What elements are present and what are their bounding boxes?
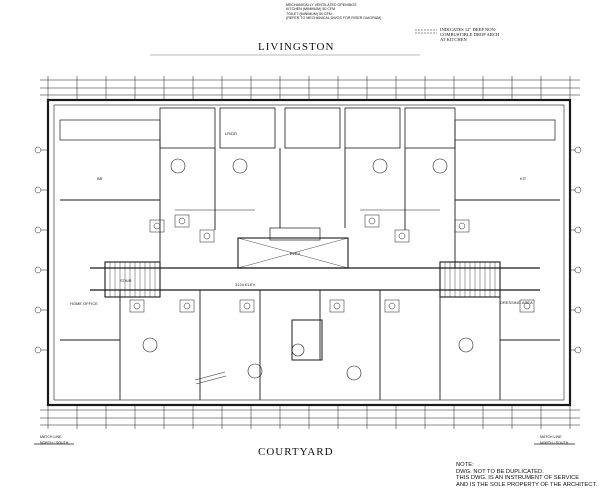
drop-arch-legend: INDICATES 12" DEEP NON- COMBUSTIBLE DROP… [415, 27, 500, 43]
match-line-left-line: NORTH / SOUTH [40, 441, 69, 446]
fixture [129, 299, 145, 313]
room-label-kit: KIT [520, 176, 527, 181]
fixture [368, 217, 376, 225]
bottom-dimension-strings [40, 409, 580, 426]
room-label-elevator: ELEV. [290, 251, 301, 256]
note-line: THIS DWG. IS AN INSTRUMENT OF SERVICE [456, 475, 580, 482]
fixture [364, 214, 380, 228]
note-line: AND IS THE SOLE PROPERTY OF THE ARCHITEC… [456, 481, 597, 488]
room-label-home-office: HOME OFFICE [70, 301, 98, 306]
drop-arch-legend-line: INDICATES 12" DEEP NON- [440, 27, 497, 32]
fixture [519, 299, 535, 313]
fixture [458, 222, 466, 230]
fixture [178, 217, 186, 225]
left-setback [59, 119, 161, 141]
note-line: DWG. NOT TO BE DUPLICATED. [456, 468, 544, 475]
fixture [203, 232, 211, 240]
grid-bubble [34, 266, 42, 274]
match-line-right-line: NORTH / SOUTH [540, 441, 569, 446]
street-label-bottom: COURTYARD [258, 446, 334, 458]
column-grid-left [34, 146, 48, 354]
fixture [149, 219, 165, 233]
copyright-note: NOTE: DWG. NOT TO BE DUPLICATED. THIS DW… [456, 462, 597, 488]
grid-bubble [574, 226, 582, 234]
mechanical-note-line: KITCHEN (MINIMUM) 50 CFM [286, 7, 336, 12]
mechanical-note-line: MECHANICALLY VENTILATED OPENINGS [286, 3, 357, 7]
match-line-left-line: MATCH LINE [40, 435, 62, 439]
grid-bubble [34, 306, 42, 314]
unit-partitions-lower [60, 290, 560, 400]
drop-arch-legend-symbol [415, 29, 437, 34]
grid-bubble [574, 346, 582, 354]
fixture [454, 219, 470, 233]
exterior-wall-inner [53, 104, 565, 401]
drop-arch-legend-line: AT KITCHEN [440, 37, 467, 43]
stair-left [104, 261, 161, 298]
match-line-right: MATCH LINE NORTH / SOUTH [540, 435, 568, 446]
fixture [398, 232, 406, 240]
balcony-bays-top [159, 107, 456, 149]
mechanical-notes: MECHANICALLY VENTILATED OPENINGS KITCHEN… [286, 3, 381, 21]
match-line-right-line: MATCH LINE [540, 435, 562, 439]
room-label-lr-dr: LR/DR [225, 131, 237, 136]
grid-bubble [574, 306, 582, 314]
diagonal-lines [194, 371, 227, 385]
fixtures [129, 214, 535, 313]
fixture [388, 302, 396, 310]
fixture [179, 299, 195, 313]
room-label-corridor: 3124 ELEV. [235, 282, 256, 287]
grid-bubble [34, 226, 42, 234]
fixture [329, 299, 345, 313]
fixture [333, 302, 341, 310]
fixture [394, 229, 410, 243]
room-tags [142, 158, 474, 381]
fixture [199, 229, 215, 243]
fixture [243, 302, 251, 310]
fixture [133, 302, 141, 310]
grid-bubble [574, 186, 582, 194]
room-label-br: BR [97, 176, 103, 181]
grid-bubble [34, 186, 42, 194]
right-setback [454, 119, 556, 141]
match-line-left: MATCH LINE NORTH / SOUTH [40, 435, 68, 446]
fixture [153, 222, 161, 230]
grid-bubble [574, 266, 582, 274]
fixture [183, 302, 191, 310]
fixture [239, 299, 255, 313]
drop-arch-legend-line: COMBUSTIBLE DROP ARCH [440, 32, 500, 38]
column-grid-right [570, 146, 582, 354]
top-dimension-strings [40, 54, 580, 96]
grid-bubble [34, 346, 42, 354]
room-label-dressing: DRESSING AREA [500, 300, 533, 305]
bottom-dimension-ticks [47, 406, 571, 429]
core-elevator [237, 227, 349, 269]
grid-bubble [34, 146, 42, 154]
grid-bubble [574, 146, 582, 154]
unit-partitions-upper [60, 140, 560, 268]
mechanical-note-line: TOILET (MINIMUM) 50 CFM [286, 11, 332, 16]
note-line: NOTE: [456, 462, 474, 468]
exterior-wall [46, 98, 572, 407]
fixture [174, 214, 190, 228]
stair-right [439, 261, 501, 298]
fixture [384, 299, 400, 313]
fixture [523, 302, 531, 310]
room-label-stair: STAIR [120, 278, 132, 283]
mechanical-note-line: (REFER TO MECHANICAL DWGS FOR RISER DIAG… [286, 16, 382, 21]
street-label-top: LIVINGSTON [258, 41, 335, 53]
top-dimension-ticks [47, 76, 571, 99]
central-corridor [90, 267, 540, 291]
